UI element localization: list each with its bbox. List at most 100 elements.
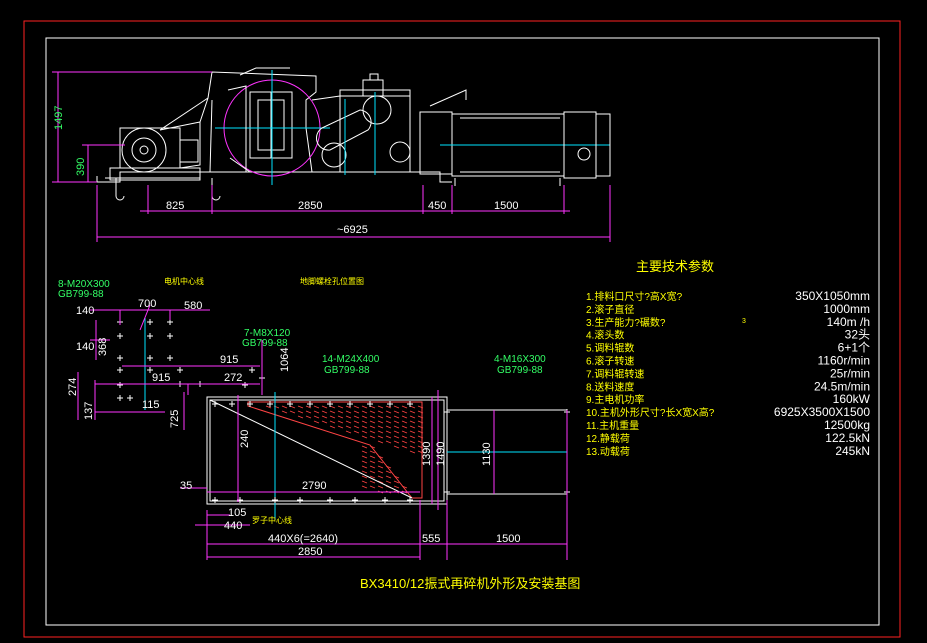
- param-label: 4.滚头数: [586, 329, 624, 342]
- bolt-cross: [307, 401, 313, 407]
- dim-700: 700: [138, 298, 156, 310]
- hatch-mark: [305, 405, 312, 409]
- dim-272: 272: [224, 372, 242, 384]
- param-label: 10.主机外形尺寸?长X宽X高?: [586, 406, 715, 419]
- hatch-mark: [417, 425, 424, 429]
- hatch-mark: [313, 415, 320, 419]
- hatch-mark: [385, 480, 392, 484]
- hatch-mark: [401, 420, 408, 424]
- hatch-mark: [361, 465, 368, 469]
- dim-2850-elev: 2850: [298, 200, 322, 212]
- hatch-mark: [385, 470, 392, 474]
- bolt-cross: [117, 395, 123, 401]
- bolt-cross: [347, 401, 353, 407]
- hatch-mark: [361, 450, 368, 454]
- bolt-cross: [387, 401, 393, 407]
- hatch-mark: [417, 430, 424, 434]
- hatch-mark: [345, 415, 352, 419]
- hatch-mark: [409, 430, 416, 434]
- hatch-mark: [409, 450, 416, 454]
- dim-580: 580: [184, 300, 202, 312]
- dim-140a: 140: [76, 305, 94, 317]
- hatch-mark: [345, 420, 352, 424]
- label-bolts-d-std: GB799-88: [497, 365, 543, 376]
- hatch-mark: [265, 405, 272, 409]
- bolt-cross: [147, 333, 153, 339]
- label-bolts-c-std: GB799-88: [324, 365, 370, 376]
- dim-450: 450: [428, 200, 446, 212]
- param-value: 25r/min: [830, 366, 870, 380]
- hatch-mark: [385, 425, 392, 429]
- hatch-mark: [377, 405, 384, 409]
- hatch-mark: [361, 420, 368, 424]
- hatch-mark: [345, 425, 352, 429]
- bolt-cross: [287, 401, 293, 407]
- bolt-cross: [167, 333, 173, 339]
- hatch-mark: [385, 405, 392, 409]
- hatch-mark: [393, 410, 400, 414]
- hatch-mark: [409, 415, 416, 419]
- param-value: 24.5m/min: [814, 379, 870, 393]
- dim-105: 105: [228, 507, 246, 519]
- param-value: 350X1050mm: [795, 289, 870, 303]
- feed-mechanism-shape: [311, 73, 411, 175]
- param-value: 1160r/min: [818, 354, 870, 368]
- dim-35: 35: [180, 480, 192, 492]
- bolt-cross: [382, 497, 388, 503]
- motor-shape: [119, 121, 201, 173]
- hatch-mark: [337, 415, 344, 419]
- hatch-mark: [305, 410, 312, 414]
- param-label: 11.主机重量: [586, 419, 639, 432]
- hatch-mark: [369, 420, 376, 424]
- param-value: 6+1个: [838, 341, 870, 355]
- hatch-mark: [361, 435, 368, 439]
- hatch-mark: [377, 410, 384, 414]
- crusher-housing-shape: [159, 67, 330, 185]
- params-heading: 主要技术参数: [636, 259, 714, 274]
- elevation-view: 1497 390 825 2850 450 1500 ~6925: [52, 67, 611, 242]
- hatch-mark: [345, 410, 352, 414]
- dim-height-lower: 390: [75, 158, 87, 176]
- hatch-mark: [401, 440, 408, 444]
- dim-1490: 1490: [435, 442, 447, 466]
- hatch-mark: [321, 420, 328, 424]
- param-label: 5.调料辊数: [586, 342, 634, 355]
- hatch-mark: [385, 440, 392, 444]
- bolt-cross: [117, 382, 123, 388]
- hatch-mark: [385, 410, 392, 414]
- dim-1064: 1064: [279, 348, 291, 372]
- hatch-mark: [417, 410, 424, 414]
- elevation-horizontal-dims: [96, 185, 611, 242]
- dim-1390: 1390: [421, 442, 433, 466]
- bolt-cross: [327, 401, 333, 407]
- hatch-mark: [401, 415, 408, 419]
- hatch-mark: [361, 455, 368, 459]
- hatch-mark: [313, 420, 320, 424]
- bolt-cross: [212, 401, 218, 407]
- bolt-cross: [407, 497, 413, 503]
- drawing-title: BX3410/12振式再碎机外形及安装基图: [360, 576, 580, 591]
- hatch-mark: [321, 410, 328, 414]
- dim-115: 115: [142, 399, 160, 411]
- param-label: 12.静载荷: [586, 432, 630, 445]
- hatch-mark: [401, 405, 408, 409]
- hatch-mark: [377, 470, 384, 474]
- hatch-mark: [369, 460, 376, 464]
- bolt-cross: [444, 409, 450, 415]
- hatch-mark: [361, 485, 368, 489]
- bolt-cross: [229, 401, 235, 407]
- dim-240: 240: [239, 430, 251, 448]
- param-label: 2.滚子直径: [586, 303, 634, 316]
- hatch-mark: [361, 430, 368, 434]
- param-label: 3.生产能力?碾数?: [586, 316, 666, 329]
- dim-1500-elev: 1500: [494, 200, 518, 212]
- bolt-cross: [212, 497, 218, 503]
- dim-555: 555: [422, 533, 440, 545]
- hatch-mark: [305, 415, 312, 419]
- dim-height-total: 1497: [53, 106, 65, 130]
- hatch-mark: [377, 455, 384, 459]
- label-bolts-d-spec: 4-M16X300: [494, 354, 546, 365]
- label-bolts-c-spec: 14-M24X400: [322, 354, 380, 365]
- hatch-mark: [377, 485, 384, 489]
